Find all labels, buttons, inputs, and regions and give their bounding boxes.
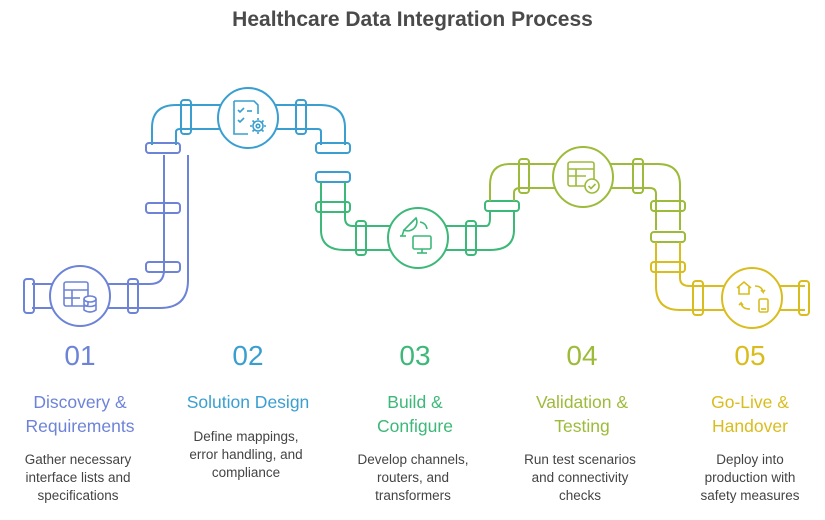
step-2-desc-line-3: compliance: [211, 465, 281, 480]
step-3-description: Develop channels, routers, and transform…: [343, 451, 483, 505]
step-1-title-line-2: Requirements: [25, 416, 135, 436]
pipe-segment-1: [23, 142, 189, 314]
step-4-desc-line-3: checks: [558, 488, 602, 503]
step-3-title: Build & Configure: [340, 390, 490, 438]
step-3-title-line-2: Configure: [377, 416, 453, 436]
step-5-description: Deploy into production with safety measu…: [680, 451, 820, 505]
database-table-icon: [63, 281, 97, 313]
step-4-title-line-2: Testing: [554, 416, 610, 436]
satellite-monitor-icon: [400, 216, 432, 254]
step-2-title-line-1: Solution Design: [186, 392, 310, 412]
step-1-desc-line-2: interface lists and: [25, 470, 131, 485]
step-1-number: 01: [64, 340, 96, 371]
step-4-title: Validation & Testing: [507, 390, 657, 438]
step-3-desc-line-1: Develop channels,: [357, 452, 469, 467]
step-4-description: Run test scenarios and connectivity chec…: [510, 451, 650, 505]
table-check-icon: [567, 161, 600, 194]
step-1-title: Discovery & Requirements: [5, 390, 155, 438]
step-2-number: 02: [232, 340, 264, 371]
step-5-title: Go-Live & Handover: [675, 390, 825, 438]
step-4-desc-line-1: Run test scenarios: [524, 452, 636, 467]
step-2-node: [217, 87, 279, 149]
step-3-node: [387, 207, 449, 269]
step-3-number: 03: [399, 340, 431, 371]
step-1-description: Gather necessary interface lists and spe…: [8, 451, 148, 505]
step-3-desc-line-3: transformers: [375, 488, 451, 503]
step-3-desc-line-2: routers, and: [376, 470, 450, 485]
step-2-desc-line-2: error handling, and: [189, 447, 303, 462]
step-4-desc-line-2: and connectivity: [531, 470, 629, 485]
step-4-number: 04: [566, 340, 598, 371]
step-1-title-line-1: Discovery &: [33, 392, 127, 412]
checklist-gear-icon: [233, 100, 266, 135]
home-transfer-icon: [736, 280, 769, 313]
step-2-description: Define mappings, error handling, and com…: [176, 428, 316, 482]
step-5-number: 05: [734, 340, 766, 371]
step-5-node: [721, 267, 783, 329]
step-5-desc-line-2: production with: [704, 470, 796, 485]
diagram-title: Healthcare Data Integration Process: [232, 8, 593, 31]
step-2-desc-line-1: Define mappings,: [193, 429, 299, 444]
step-5-title-line-2: Handover: [712, 416, 788, 436]
pipe-segment-5: [650, 242, 810, 316]
step-3-title-line-1: Build &: [387, 392, 443, 412]
step-5-title-line-1: Go-Live &: [711, 392, 789, 412]
step-1-desc-line-3: specifications: [37, 488, 119, 503]
step-1-desc-line-1: Gather necessary: [24, 452, 132, 467]
step-4-title-line-1: Validation &: [535, 392, 629, 412]
step-5-desc-line-3: safety measures: [700, 488, 800, 503]
step-1-node: [49, 265, 111, 327]
step-4-node: [552, 146, 614, 208]
step-5-desc-line-1: Deploy into: [716, 452, 784, 467]
step-2-title: Solution Design: [173, 390, 323, 414]
